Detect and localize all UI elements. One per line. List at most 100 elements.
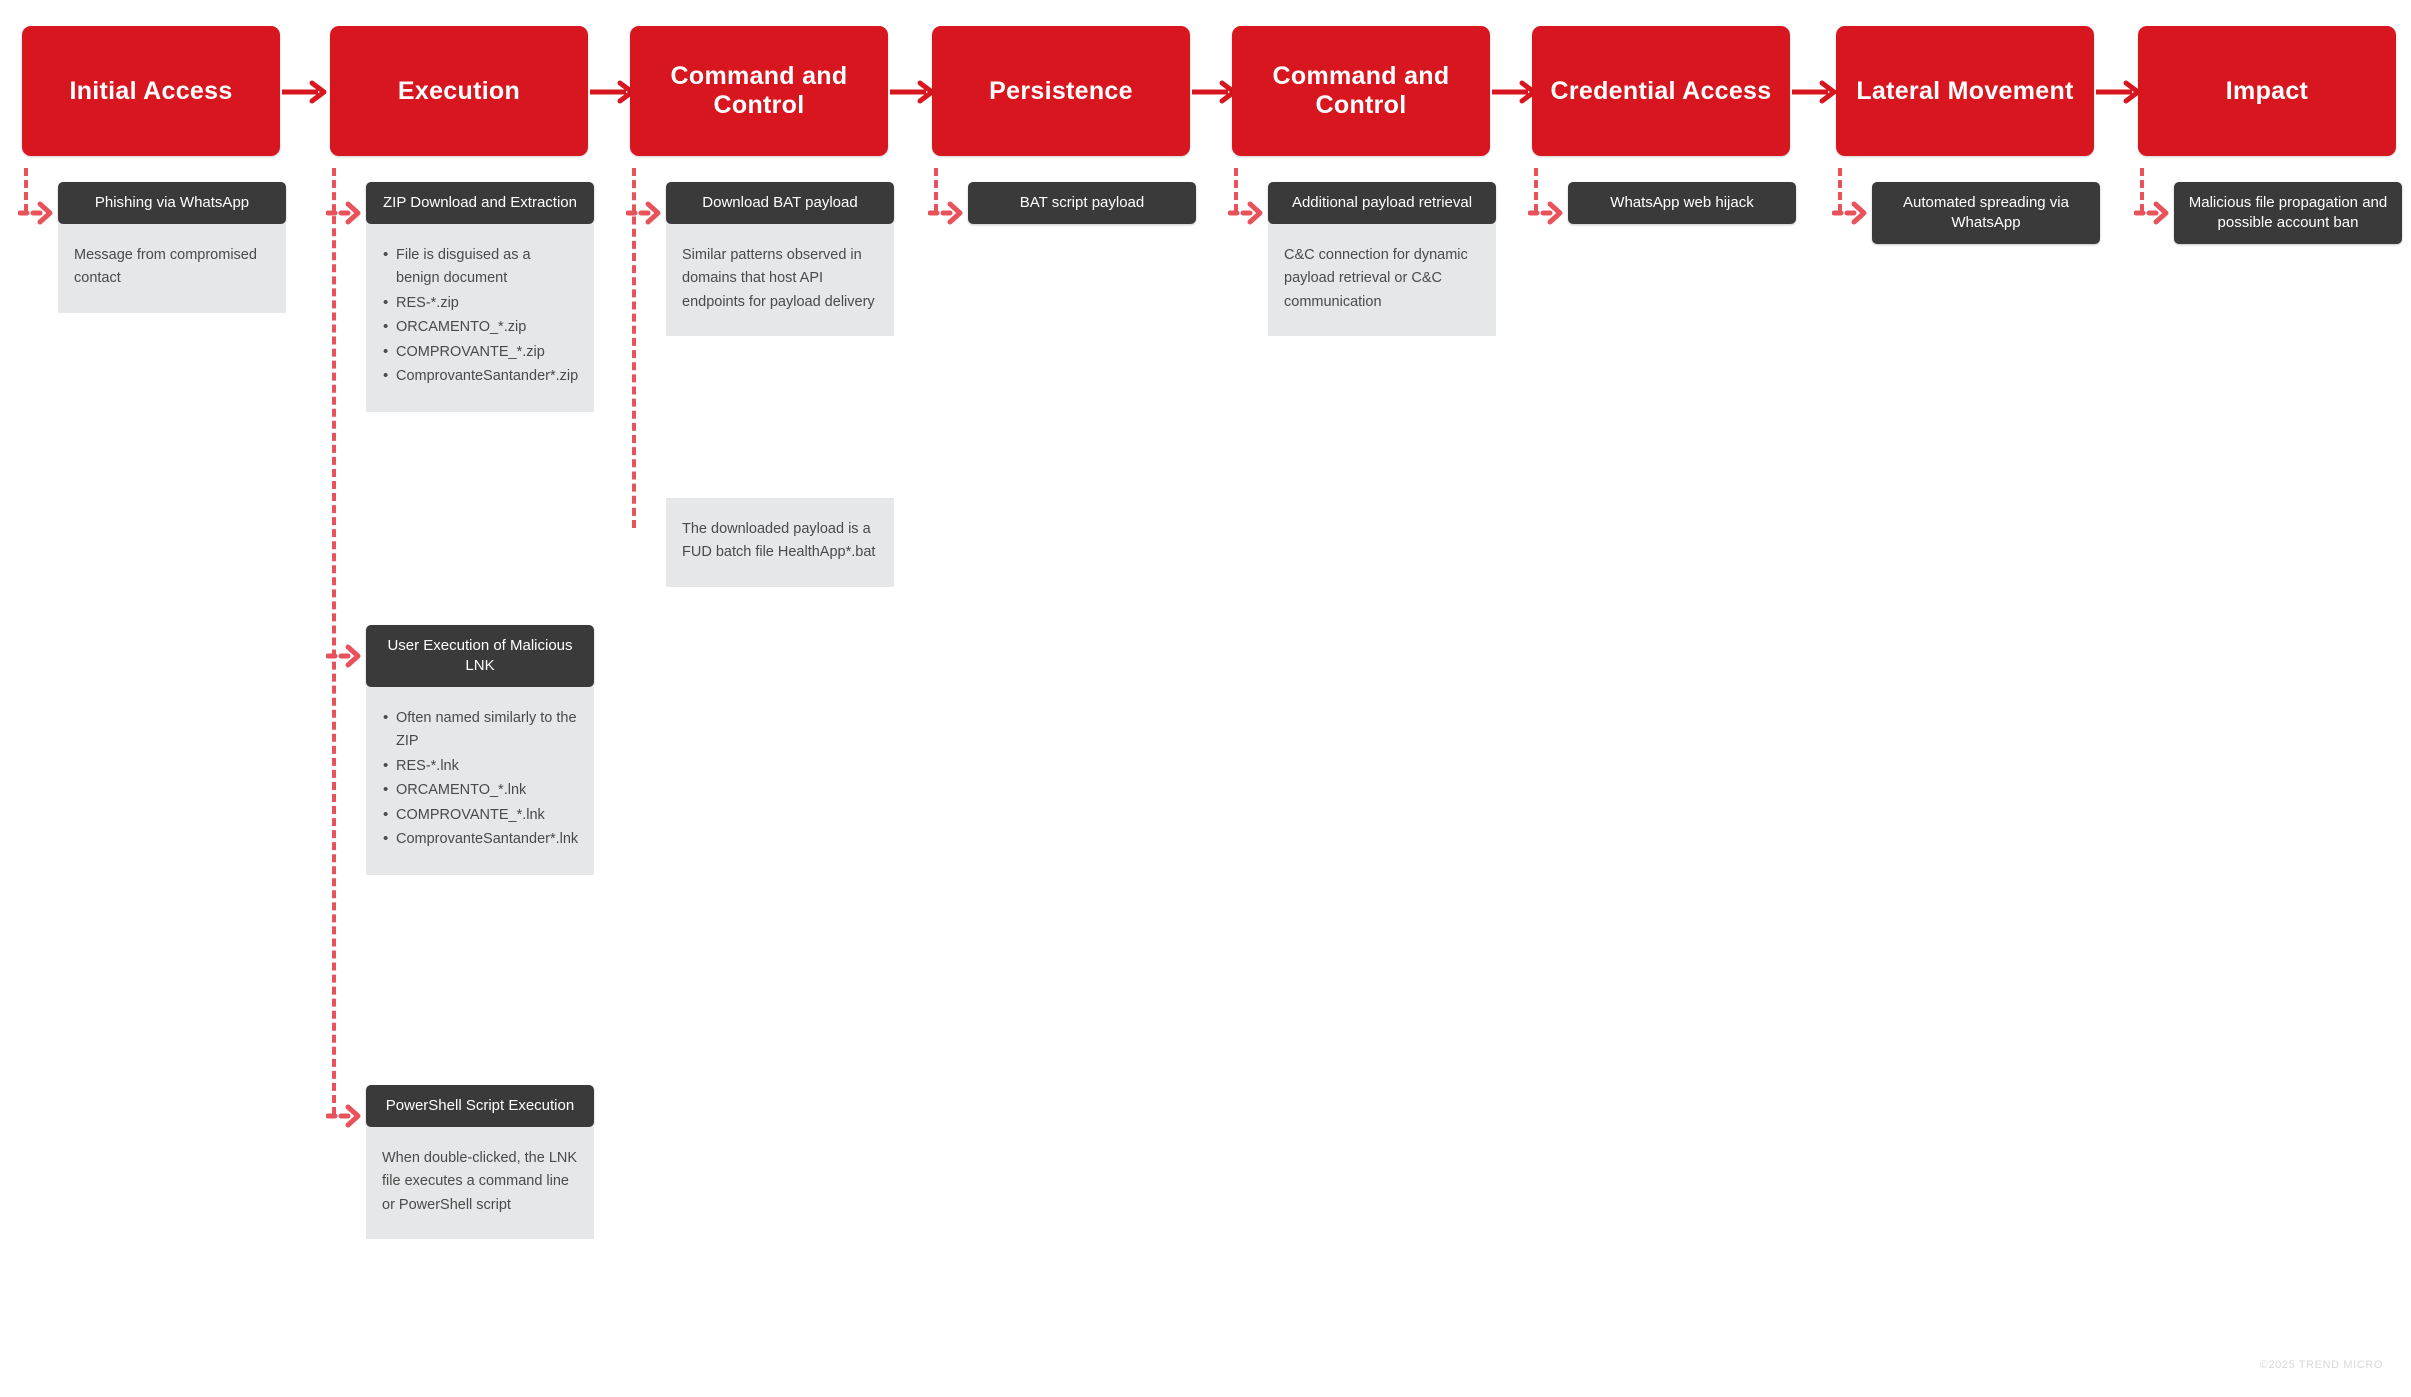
detail-box: Message from compromised contact	[58, 223, 286, 313]
detail-text: Similar patterns observed in domains tha…	[682, 246, 875, 310]
detail-bullet-item: RES-*.zip	[382, 291, 578, 316]
phase-header-1[interactable]: Initial Access	[22, 26, 280, 156]
phase-column-7: Lateral Movement	[1836, 0, 2094, 156]
branch-arrow-icon	[1528, 200, 1568, 226]
step-box[interactable]: User Execution of Malicious LNK	[366, 625, 594, 687]
phase-header-7[interactable]: Lateral Movement	[1836, 26, 2094, 156]
phase-header-3[interactable]: Command and Control	[630, 26, 888, 156]
branch-arrow-icon	[1228, 200, 1268, 226]
step-box-label: BAT script payload	[1019, 194, 1145, 211]
step-box-label: User Execution of Malicious LNK	[387, 637, 573, 674]
step-box-label: Additional payload retrieval	[1291, 194, 1473, 211]
step-box[interactable]: Malicious file propagation and possible …	[2174, 182, 2402, 244]
phase-header-label: Execution	[397, 76, 521, 105]
phase-column-5: Command and Control	[1232, 0, 1490, 156]
branch-arrow-icon	[1832, 200, 1872, 226]
branch-arrow-icon	[18, 200, 58, 226]
step-box-label: Download BAT payload	[702, 194, 858, 211]
step-box[interactable]: ZIP Download and Extraction	[366, 182, 594, 224]
branch-arrow-icon	[928, 200, 968, 226]
step-box[interactable]: Phishing via WhatsApp	[58, 182, 286, 224]
phase-connector-spine	[2140, 168, 2144, 212]
phase-connector-spine	[332, 168, 336, 1115]
step-box[interactable]: WhatsApp web hijack	[1568, 182, 1796, 224]
step-box[interactable]: Additional payload retrieval	[1268, 182, 1496, 224]
detail-text: Message from compromised contact	[74, 246, 257, 287]
phase-header-label: Credential Access	[1550, 76, 1772, 105]
phase-arrow-right-icon	[1792, 78, 1842, 106]
phase-column-2: Execution	[330, 0, 588, 156]
detail-bullet-list: Often named similarly to the ZIPRES-*.ln…	[382, 706, 578, 852]
detail-text: When double-clicked, the LNK file execut…	[382, 1149, 578, 1213]
phase-header-8[interactable]: Impact	[2138, 26, 2396, 156]
detail-bullet-item: RES-*.lnk	[382, 754, 578, 779]
detail-text: The downloaded payload is a FUD batch fi…	[682, 521, 876, 561]
step-box-label: Malicious file propagation and possible …	[2188, 194, 2388, 231]
step-box-label: WhatsApp web hijack	[1610, 194, 1754, 211]
step-stack-2-2: User Execution of Malicious LNK Often nam…	[366, 625, 594, 875]
detail-bullet-item: Often named similarly to the ZIP	[382, 706, 578, 754]
step-stack-3-2: The downloaded payload is a FUD batch fi…	[666, 498, 894, 587]
detail-box: The downloaded payload is a FUD batch fi…	[666, 498, 894, 587]
phase-connector-spine	[934, 168, 938, 212]
phase-header-label: Command and Control	[1272, 62, 1450, 119]
phase-connector-spine	[632, 168, 636, 528]
branch-arrow-icon	[2134, 200, 2174, 226]
detail-box: File is disguised as a benign documentRE…	[366, 223, 594, 412]
detail-box: C&C connection for dynamic payload retri…	[1268, 223, 1496, 337]
step-stack-4-1: BAT script payload	[968, 182, 1196, 224]
phase-header-4[interactable]: Persistence	[932, 26, 1190, 156]
phase-connector-spine	[24, 168, 28, 212]
branch-arrow-icon	[626, 200, 666, 226]
phase-column-8: Impact	[2138, 0, 2396, 156]
step-box-label: ZIP Download and Extraction	[383, 194, 577, 211]
step-box[interactable]: Automated spreading via WhatsApp	[1872, 182, 2100, 244]
detail-bullet-item: ComprovanteSantander*.zip	[382, 364, 578, 389]
detail-bullet-item: COMPROVANTE_*.lnk	[382, 803, 578, 828]
phase-header-2[interactable]: Execution	[330, 26, 588, 156]
phase-connector-spine	[1838, 168, 1842, 212]
detail-bullet-item: ComprovanteSantander*.lnk	[382, 827, 578, 852]
step-stack-2-1: ZIP Download and ExtractionFile is disgu…	[366, 182, 594, 412]
phase-column-1: Initial Access	[22, 0, 280, 156]
step-box[interactable]: PowerShell Script Execution	[366, 1085, 594, 1127]
phase-header-label: Command and Control	[670, 62, 848, 119]
phase-header-5[interactable]: Command and Control	[1232, 26, 1490, 156]
step-box-label: Phishing via WhatsApp	[94, 194, 250, 211]
phase-header-6[interactable]: Credential Access	[1532, 26, 1790, 156]
detail-bullet-item: COMPROVANTE_*.zip	[382, 340, 578, 365]
phase-arrow-right-icon	[282, 78, 332, 106]
branch-arrow-icon	[326, 643, 366, 669]
phase-column-4: Persistence	[932, 0, 1190, 156]
branch-arrow-icon	[326, 200, 366, 226]
detail-bullet-item: ORCAMENTO_*.zip	[382, 315, 578, 340]
step-stack-8-1: Malicious file propagation and possible …	[2174, 182, 2402, 244]
branch-arrow-icon	[326, 1103, 366, 1129]
phase-column-6: Credential Access	[1532, 0, 1790, 156]
phase-header-label: Impact	[2225, 76, 2309, 105]
step-stack-7-1: Automated spreading via WhatsApp	[1872, 182, 2100, 244]
step-box[interactable]: Download BAT payload	[666, 182, 894, 224]
step-stack-6-1: WhatsApp web hijack	[1568, 182, 1796, 224]
copyright-watermark: ©2025 TREND MICRO	[2259, 1359, 2383, 1371]
phase-header-label: Initial Access	[69, 76, 233, 105]
detail-bullet-item: File is disguised as a benign document	[382, 243, 578, 291]
step-box-label: PowerShell Script Execution	[385, 1097, 575, 1114]
phase-header-label: Persistence	[989, 76, 1133, 105]
detail-box: Often named similarly to the ZIPRES-*.ln…	[366, 686, 594, 875]
detail-bullet-list: File is disguised as a benign documentRE…	[382, 243, 578, 389]
detail-bullet-item: ORCAMENTO_*.lnk	[382, 778, 578, 803]
step-box[interactable]: BAT script payload	[968, 182, 1196, 224]
phase-connector-spine	[1234, 168, 1238, 212]
detail-box: Similar patterns observed in domains tha…	[666, 223, 894, 337]
phase-header-label: Lateral Movement	[1856, 76, 2074, 105]
phase-column-3: Command and Control	[630, 0, 888, 156]
phase-connector-spine	[1534, 168, 1538, 212]
detail-box: When double-clicked, the LNK file execut…	[366, 1126, 594, 1240]
step-box-label: Automated spreading via WhatsApp	[1903, 194, 2069, 231]
